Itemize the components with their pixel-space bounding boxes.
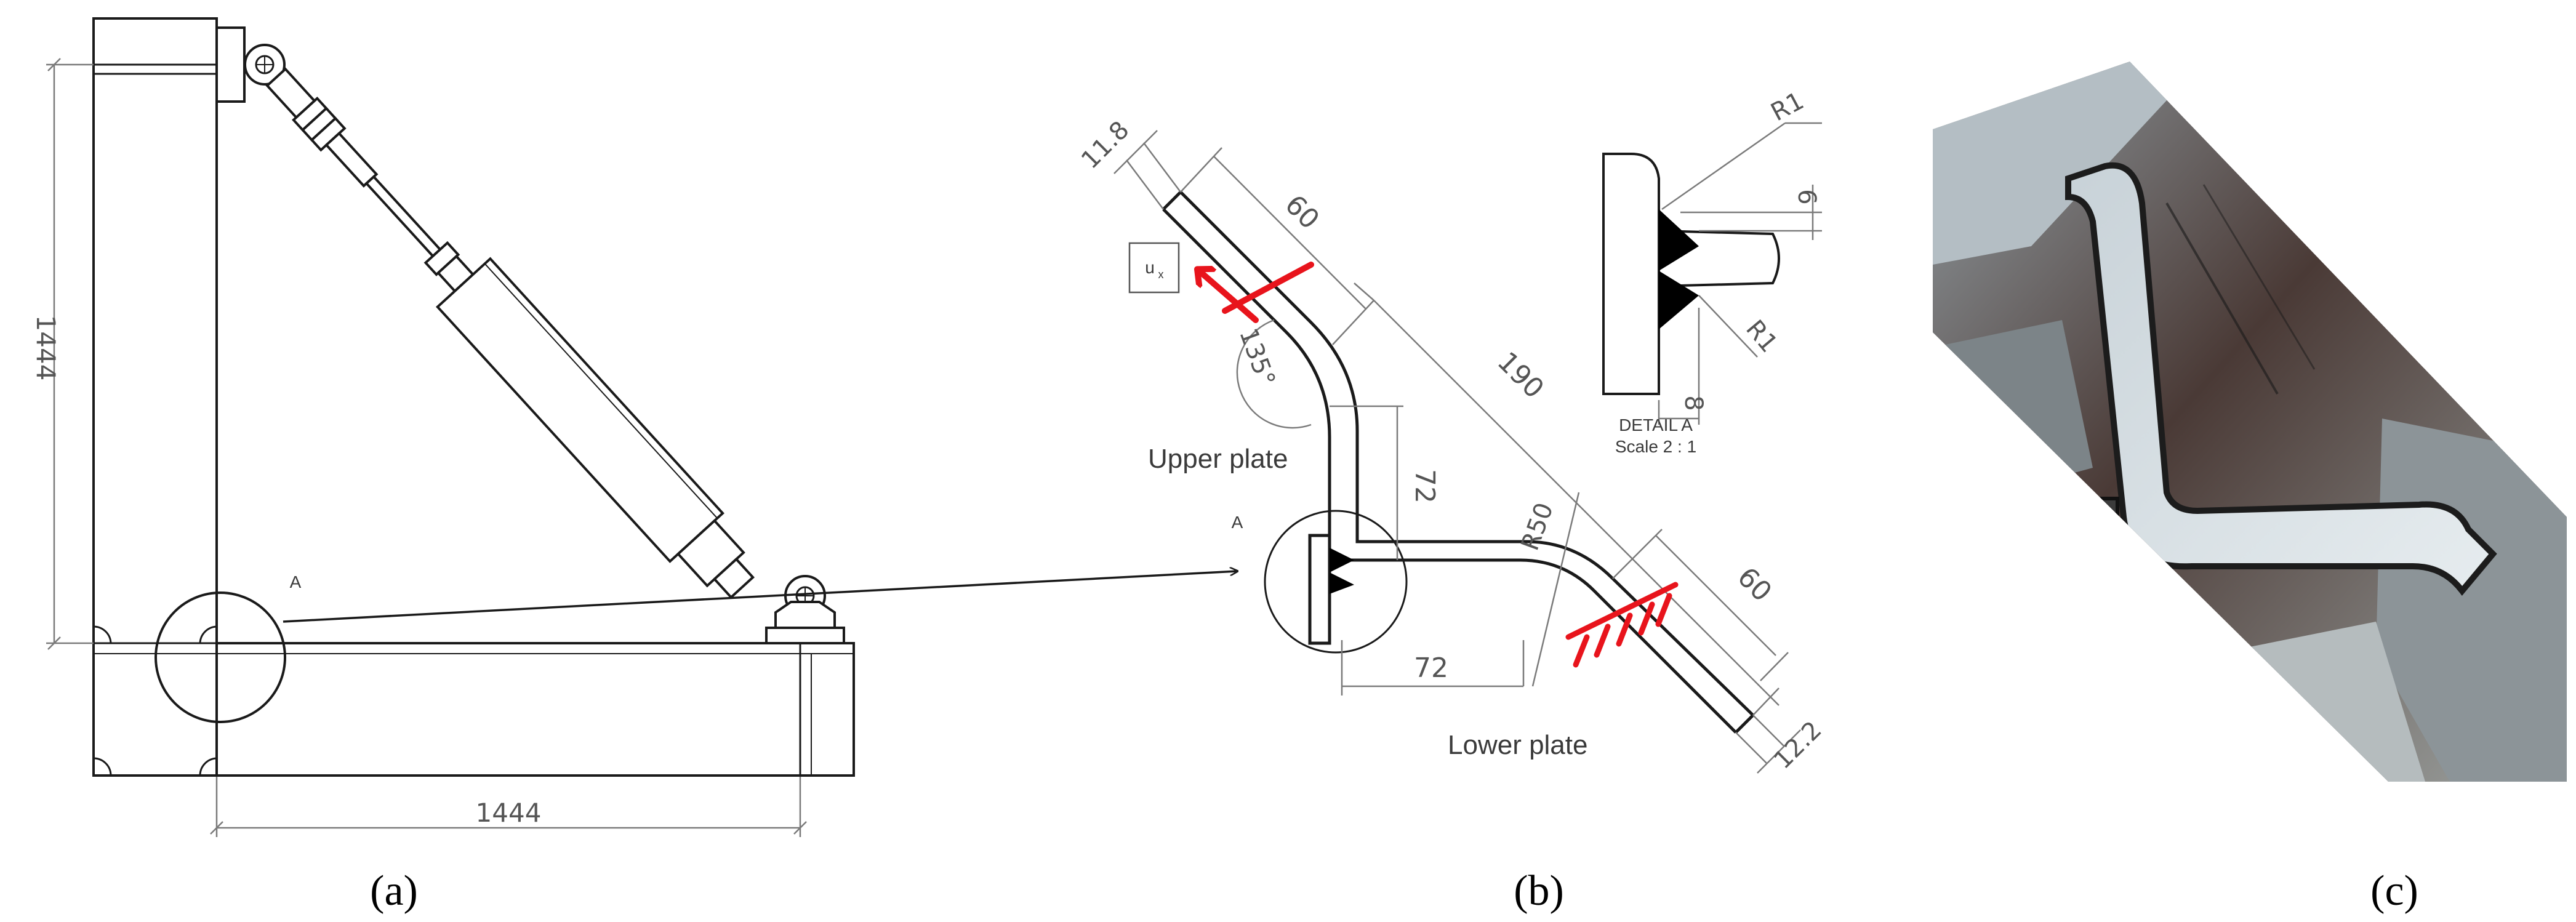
dim-upper-thickness: 11.8 — [1076, 116, 1135, 175]
upper-plate-label: Upper plate — [1148, 444, 1288, 474]
hydraulic-actuator — [265, 67, 755, 599]
detail-a-drawing: R1 6 R1 8 DETAIL A Scale 2 : 1 — [1602, 87, 1822, 456]
detail-a-weld-bottom — [1659, 271, 1699, 329]
dim-lower-length: 60 — [1731, 561, 1778, 608]
panel-b-dimensions — [1113, 130, 1801, 774]
dimension-vertical-label: 1444 — [31, 315, 61, 381]
caption-c: (c) — [2370, 867, 2418, 915]
caption-b: (b) — [1514, 867, 1564, 915]
photo-base-plate — [2072, 497, 2119, 642]
dimension-horizontal-label: 1444 — [476, 798, 542, 828]
detail-a-dim-8: 8 — [1679, 395, 1707, 411]
red-fixed-support — [1565, 582, 1679, 668]
vertical-base-plate — [1308, 534, 1331, 645]
panel-c-photo: (c) — [1933, 62, 2567, 915]
dim-diagonal-190: 190 — [1491, 346, 1550, 404]
dim-vertical-72: 72 — [1409, 469, 1440, 503]
load-label-subscript: x — [1158, 268, 1164, 281]
photo-specimen-plate — [2065, 162, 2497, 596]
detail-a-weld-top — [1659, 209, 1699, 271]
detail-a-vertical-plate — [1602, 153, 1660, 395]
panel-b-specimen-drawing: A — [1076, 87, 1828, 915]
caption-a: (a) — [370, 867, 418, 915]
dim-lower-thickness: 12.2 — [1768, 716, 1828, 775]
dim-bend-angle: 135° — [1234, 324, 1280, 390]
detail-a-radius-top: R1 — [1767, 87, 1809, 127]
detail-connector-arrow — [283, 571, 1237, 623]
specimen-plate-inner — [1179, 191, 1754, 716]
detail-a-scale: Scale 2 : 1 — [1615, 437, 1696, 456]
top-bracket — [215, 26, 246, 103]
dimension-horizontal — [210, 777, 807, 837]
detail-a-title: DETAIL A — [1619, 415, 1693, 435]
weld-bead-top — [1330, 548, 1354, 572]
detail-circle-a — [154, 591, 286, 723]
load-label: u — [1145, 258, 1155, 277]
detail-marker-a-left: A — [290, 572, 302, 591]
lower-plate-label: Lower plate — [1448, 730, 1587, 760]
dimension-vertical — [46, 58, 94, 650]
vertical-column — [92, 17, 218, 777]
detail-marker-a-right: A — [1232, 513, 1243, 532]
panel-a-test-rig: 1444 1444 A (a) — [31, 17, 855, 915]
dim-horizontal-72: 72 — [1414, 652, 1448, 684]
base-beam — [215, 642, 855, 777]
detail-a-radius-bottom: R1 — [1740, 315, 1783, 358]
weld-bead-bottom — [1330, 572, 1354, 594]
specimen-plate-outer — [1162, 208, 1737, 734]
detail-circle-b — [1264, 510, 1408, 654]
red-displacement-annotation — [1199, 262, 1314, 323]
detail-a-dim-6: 6 — [1792, 189, 1821, 204]
bottom-bracket — [774, 601, 836, 629]
load-label-box — [1128, 242, 1180, 294]
